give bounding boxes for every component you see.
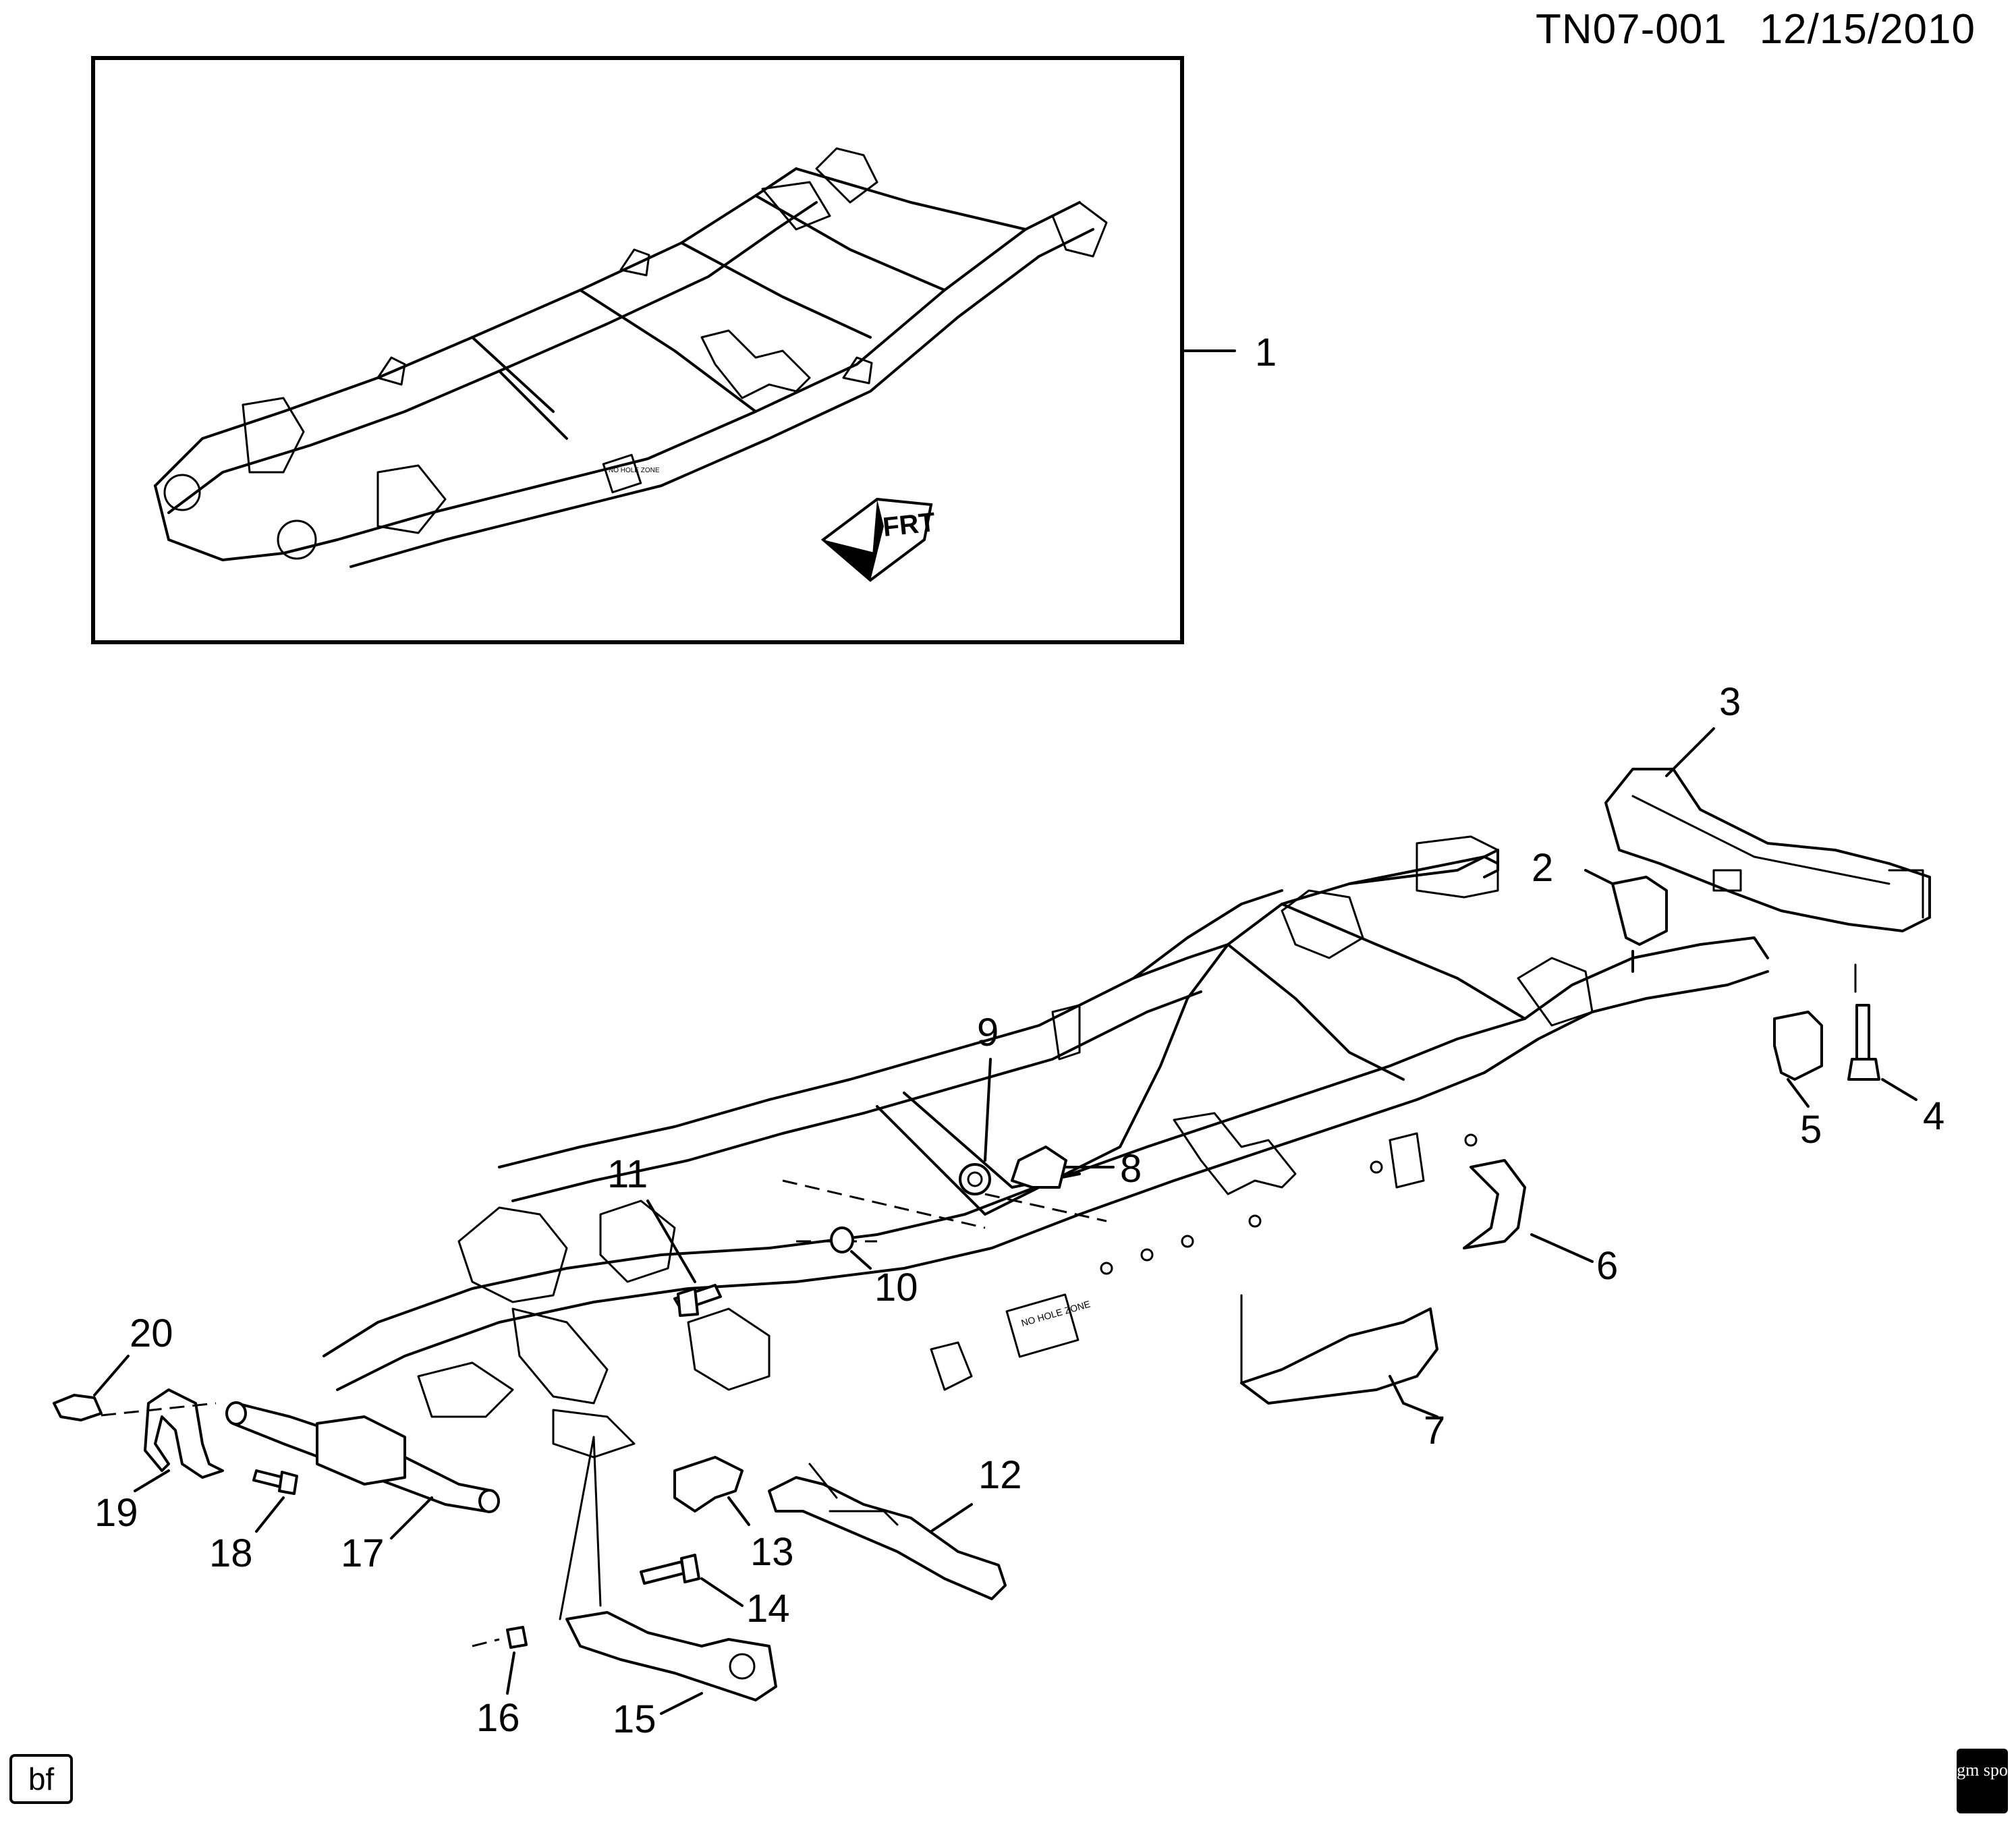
callout-18: 18 bbox=[209, 1531, 253, 1575]
part-16-nut: 16 bbox=[472, 1626, 528, 1740]
diagram-header: TN07-001 12/15/2010 bbox=[1536, 5, 1976, 53]
inset-frame-panel: NO HOLE ZONE FRT 1 bbox=[91, 56, 1277, 644]
callout-6: 6 bbox=[1596, 1244, 1618, 1288]
callout-2: 2 bbox=[1532, 846, 1553, 890]
inset-border bbox=[91, 56, 1184, 644]
callout-1: 1 bbox=[1255, 331, 1277, 374]
part-12-crossmember: 12 bbox=[768, 1453, 1022, 1600]
callout-14: 14 bbox=[746, 1587, 790, 1631]
part-5-bracket: 5 bbox=[1773, 1011, 1823, 1152]
callout-15: 15 bbox=[613, 1697, 656, 1741]
part-11-bolt: 11 bbox=[607, 1152, 722, 1317]
diagram-date: 12/15/2010 bbox=[1759, 6, 1976, 53]
inset-no-hole-zone-label: NO HOLE ZONE bbox=[609, 467, 660, 474]
part-8-bracket: 8 bbox=[1011, 1146, 1142, 1191]
part-9-bushing: 9 bbox=[959, 1011, 999, 1195]
part-13-bracket: 13 bbox=[673, 1456, 794, 1574]
callout-16: 16 bbox=[476, 1696, 520, 1740]
part-4-bolt: 4 bbox=[1847, 963, 1944, 1138]
part-3-rear-crossmember: 3 bbox=[1604, 680, 1931, 932]
part-20-clip: 20 bbox=[53, 1311, 217, 1421]
artist-initials-badge: bf bbox=[9, 1754, 73, 1804]
part-15-bracket: 15 bbox=[565, 1611, 777, 1741]
callout-11: 11 bbox=[607, 1152, 648, 1196]
callout-12: 12 bbox=[978, 1453, 1022, 1497]
callout-17: 17 bbox=[341, 1531, 385, 1575]
main-no-hole-zone-label: NO HOLE ZONE bbox=[1020, 1299, 1092, 1329]
callout-4: 4 bbox=[1923, 1094, 1944, 1138]
part-18-bolt: 18 bbox=[209, 1469, 298, 1575]
callout-20: 20 bbox=[130, 1311, 173, 1355]
part-2-bracket: 2 bbox=[1532, 846, 1668, 973]
part-6-bracket: 6 bbox=[1463, 1159, 1618, 1288]
callout-13: 13 bbox=[750, 1530, 794, 1574]
front-direction-arrow-icon: FRT bbox=[820, 497, 936, 582]
callout-5: 5 bbox=[1800, 1108, 1822, 1152]
diagram-code: TN07-001 bbox=[1535, 6, 1727, 53]
callout-7: 7 bbox=[1424, 1409, 1445, 1452]
callout-8: 8 bbox=[1120, 1147, 1142, 1191]
callout-10: 10 bbox=[874, 1266, 918, 1309]
callout-3: 3 bbox=[1719, 680, 1741, 724]
inset-frame-assembly: NO HOLE ZONE bbox=[154, 147, 1108, 568]
callout-19: 19 bbox=[94, 1491, 138, 1535]
frt-label: FRT bbox=[881, 507, 936, 542]
part-10-nut: 10 bbox=[830, 1226, 918, 1309]
part-19-strap: 19 bbox=[94, 1388, 224, 1535]
part-14-bolt: 14 bbox=[640, 1554, 790, 1631]
part-7-shield: 7 bbox=[1240, 1294, 1445, 1452]
callout-9: 9 bbox=[977, 1011, 999, 1054]
part-17-tube: 17 bbox=[225, 1401, 500, 1575]
gm-spo-logo: gm spo bbox=[1957, 1749, 2008, 1813]
